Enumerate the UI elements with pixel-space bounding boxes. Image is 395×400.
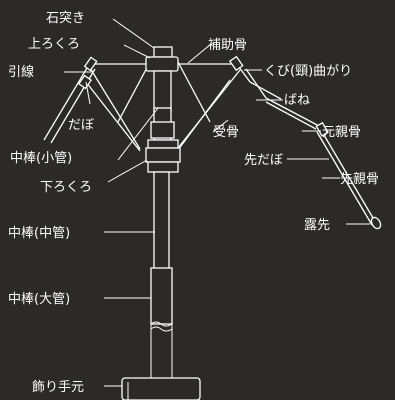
label-chubo-taikan: 中棒(大管)	[8, 292, 70, 307]
middle-tube	[153, 171, 170, 273]
labels: 石突き 上ろくろ 引線 だぼ 中棒(小管) 下ろくろ 中棒(中管) 中棒(大管)…	[8, 10, 379, 395]
large-tube	[150, 267, 173, 325]
bottom-runner	[147, 139, 179, 149]
decorative-handle	[121, 377, 201, 400]
label-saki-dabo: 先だぼ	[244, 153, 283, 168]
top-notch	[145, 56, 179, 72]
small-tube	[153, 70, 172, 112]
label-kubi-magari: くび(頸)曲がり	[264, 64, 352, 79]
label-tsuyusaki: 露先	[304, 218, 330, 233]
label-saki-oyabone: 先親骨	[340, 172, 379, 187]
label-shita-rokuro: 下ろくろ	[40, 180, 92, 195]
label-ishizuki: 石突き	[46, 10, 85, 26]
label-dabo: だぼ	[68, 118, 94, 133]
label-ukebone: 受骨	[213, 125, 239, 140]
label-bane: ばね	[284, 93, 310, 108]
shaft	[121, 46, 201, 400]
label-hikisen: 引線	[8, 64, 34, 80]
label-chubo-chukan: 中棒(中管)	[8, 226, 70, 241]
label-hojobone: 補助骨	[208, 38, 247, 53]
label-chubo-shokan: 中棒(小管)	[10, 151, 72, 166]
leader-lines	[64, 18, 370, 387]
label-kazari-temoto: 飾り手元	[32, 380, 84, 395]
left-ribs	[43, 56, 151, 152]
ferrule	[153, 46, 173, 58]
right-ribs	[177, 55, 382, 230]
label-moto-oyabone: 元親骨	[322, 125, 361, 140]
label-ue-rokuro: 上ろくろ	[28, 37, 80, 52]
